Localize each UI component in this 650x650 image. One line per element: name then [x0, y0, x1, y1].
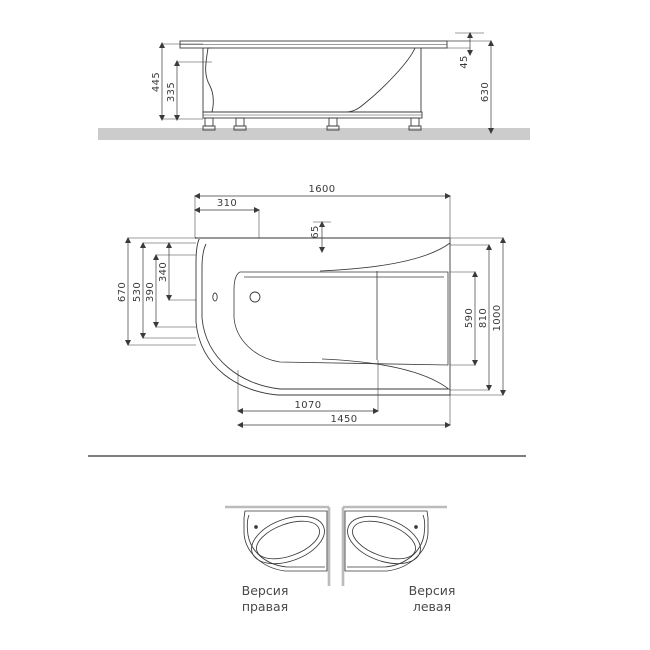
variant-left-version: Версия левая: [341, 505, 456, 614]
dimension-1070-label: 1070: [294, 400, 321, 411]
dimension-340: [166, 242, 196, 301]
dimension-670-label: 670: [117, 282, 128, 302]
tub-plan-outline: [195, 237, 451, 396]
variant-left-label-line1: Версия: [409, 583, 456, 598]
dimension-1450-label: 1450: [330, 414, 357, 425]
dimension-65-label: 65: [310, 225, 321, 239]
dimension-335-label: 335: [166, 82, 177, 102]
dimension-445: [159, 42, 203, 121]
dimension-445-label: 445: [151, 72, 162, 92]
adjustable-foot: [233, 117, 247, 131]
dimension-1070: [237, 360, 379, 414]
dimension-65: [313, 221, 331, 253]
variant-right-shape: [243, 510, 328, 572]
version-variants-group: Версия правая Версия левая: [225, 505, 456, 614]
variant-left-shape: [344, 510, 429, 572]
dimension-810: [450, 244, 492, 391]
adjustable-foot: [202, 117, 216, 131]
dimension-630-label: 630: [480, 82, 491, 102]
dimension-1600: [194, 193, 451, 238]
dimension-810-label: 810: [478, 308, 489, 328]
adjustable-foot: [408, 117, 422, 131]
dimension-310: [194, 207, 260, 238]
dimension-1600-label: 1600: [308, 184, 335, 195]
dimension-590: [450, 271, 478, 366]
variant-right-version: Версия правая: [225, 505, 331, 614]
floor-strip: [98, 128, 530, 140]
dimension-1000-label: 1000: [492, 304, 503, 331]
variant-right-label-line1: Версия: [242, 583, 289, 598]
tub-fittings: [212, 291, 261, 303]
dimension-590-label: 590: [464, 308, 475, 328]
support-frame: [202, 111, 423, 131]
dimension-1000: [450, 237, 506, 396]
adjustable-foot: [326, 117, 340, 131]
dimension-530-label: 530: [132, 282, 143, 302]
variant-left-label-line2: левая: [413, 599, 451, 614]
tub-sweep-curves: [319, 242, 451, 391]
dimension-310-label: 310: [217, 198, 237, 209]
overflow-hole: [212, 292, 218, 302]
tub-rim-profile: [179, 40, 448, 49]
tub-inner-bowl: [233, 271, 449, 366]
variant-right-label-line2: правая: [242, 599, 288, 614]
dimension-670: [125, 237, 196, 346]
dimension-630: [447, 40, 494, 134]
top-plan-view: 1600 310 65 670: [117, 184, 506, 428]
dimension-390-label: 390: [145, 282, 156, 302]
dimension-335: [174, 60, 212, 121]
dimension-390: [153, 254, 196, 328]
dimension-340-label: 340: [158, 262, 169, 282]
dimension-45-label: 45: [459, 55, 470, 69]
dimension-1450: [237, 395, 451, 428]
drain-hole: [249, 291, 261, 303]
front-elevation-view: 445 335 45 630: [98, 32, 530, 140]
